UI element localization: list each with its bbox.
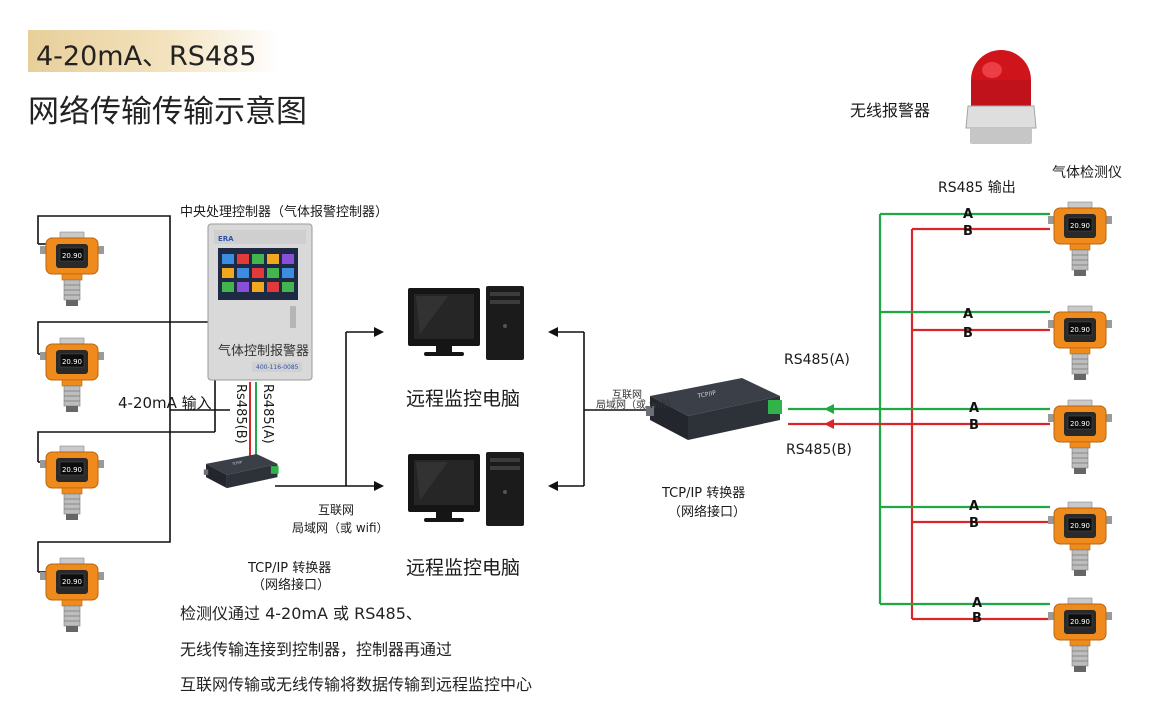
rs485-a-label: Rs485(A)	[260, 384, 275, 444]
right-detectors	[1047, 201, 1113, 673]
gas-detector-icon	[1047, 201, 1113, 277]
description-line-2: 无线传输连接到控制器，控制器再通过	[180, 640, 453, 659]
title-band	[28, 30, 278, 72]
left-converter-icon	[203, 454, 279, 489]
bus-label-b: B	[963, 326, 973, 341]
controller-phone: 400-116-0085	[256, 364, 299, 371]
left-network-links	[275, 327, 384, 491]
alarm-label: 无线报警器	[850, 101, 931, 120]
rs485-output-label: RS485 输出	[938, 180, 1016, 196]
left-network-line2: 局域网（或 wifi）	[292, 521, 389, 535]
right-converter-subtitle: （网络接口）	[668, 505, 747, 520]
bus-label-a: A	[969, 401, 980, 416]
gas-detector-icon	[39, 337, 105, 413]
remote-pc-bottom-label: 远程监控电脑	[406, 557, 521, 579]
right-network-line1: 互联网	[612, 390, 642, 401]
bus-label-b: B	[969, 418, 979, 433]
controller-screen-grid	[222, 254, 294, 292]
controller-title: 中央处理控制器（气体报警控制器）	[180, 205, 389, 220]
rs485-a-right-label: RS485(A)	[784, 352, 850, 368]
diagram-title: 网络传输传输示意图	[28, 94, 307, 130]
gas-detector-icon	[39, 445, 105, 521]
right-network-links	[548, 327, 648, 491]
wireless-alarm-icon	[965, 50, 1037, 144]
rs485-b-right-label: RS485(B)	[786, 442, 852, 458]
bus-label-a: A	[963, 207, 974, 222]
diagram-tag: 4-20mA、RS485	[36, 41, 257, 72]
input-label: 4-20mA 输入	[118, 394, 212, 412]
controller-panel-text: 气体控制报警器	[218, 344, 310, 359]
bus-label-a: A	[969, 499, 980, 514]
controller-cabinet-icon: ERA	[207, 223, 313, 381]
gas-detector-icon	[1047, 597, 1113, 673]
gas-detector-icon	[1047, 399, 1113, 475]
gas-detector-icon	[1047, 501, 1113, 577]
gas-detector-icon	[1047, 305, 1113, 381]
detector-header-label: 气体检测仪	[1052, 165, 1122, 181]
description-line-1: 检测仪通过 4-20mA 或 RS485、	[180, 604, 422, 623]
right-converter-name: TCP/IP 转换器	[662, 486, 746, 501]
bus-label-b: B	[972, 611, 982, 626]
remote-pc-top-icon	[408, 286, 524, 360]
bus-label-b: B	[963, 224, 973, 239]
left-network-line1: 互联网	[318, 503, 355, 517]
controller-rs485-wiring	[249, 382, 257, 458]
remote-pc-bottom-icon	[408, 452, 524, 526]
bus-label-a: A	[963, 307, 974, 322]
left-input-wiring	[37, 215, 230, 573]
bus-label-a: A	[972, 596, 983, 611]
gas-detector-icon	[39, 557, 105, 633]
left-converter-name: TCP/IP 转换器	[248, 561, 332, 576]
description-line-3: 互联网传输或无线传输将数据传输到远程监控中心	[180, 675, 533, 694]
right-network-line2: 局域网（或 wifi）	[596, 400, 677, 411]
remote-pc-top-label: 远程监控电脑	[406, 388, 521, 410]
rs485-b-label: Rs485(B)	[233, 384, 248, 444]
gas-detector-icon	[39, 231, 105, 307]
rs485-bus	[788, 212, 1050, 621]
left-converter-subtitle: （网络接口）	[252, 578, 331, 593]
controller-brand: ERA	[218, 235, 234, 243]
bus-label-b: B	[969, 516, 979, 531]
